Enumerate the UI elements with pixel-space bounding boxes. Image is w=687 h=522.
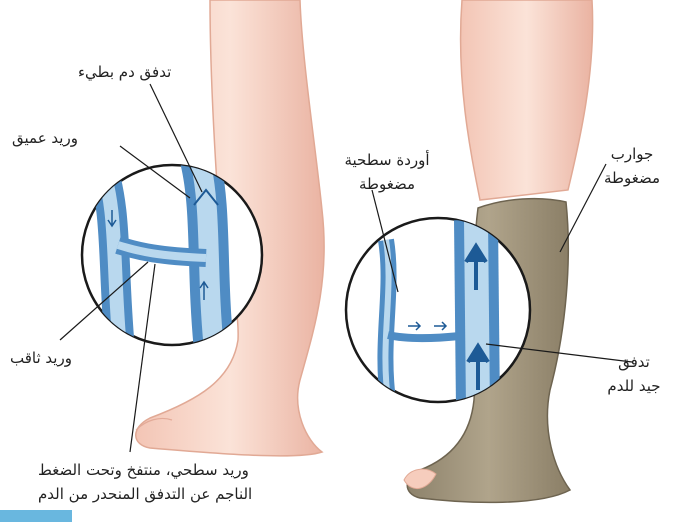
label-compressed-superficial-line2: مضغوطة [332,174,442,194]
label-deep-vein: وريد عميق [12,128,78,148]
label-compressed-superficial-line1: أوردة سطحية [332,150,442,170]
label-compression-stockings-line1: جوارب [592,144,672,164]
label-good-flow-line2: جيد للدم [594,376,674,396]
label-compression-stockings-line2: مضغوطة [592,168,672,188]
label-good-flow-line1: تدفق [594,352,674,372]
label-superficial-vein-line1: وريد سطحي، منتفخ وتحت الضغط [38,460,249,480]
accent-tab [0,510,72,522]
label-superficial-vein-line2: الناجم عن التدفق المنحدر من الدم [38,484,252,504]
label-perforating-vein: وريد ثاقب [10,348,72,368]
label-slow-flow: تدفق دم بطيء [78,62,171,82]
